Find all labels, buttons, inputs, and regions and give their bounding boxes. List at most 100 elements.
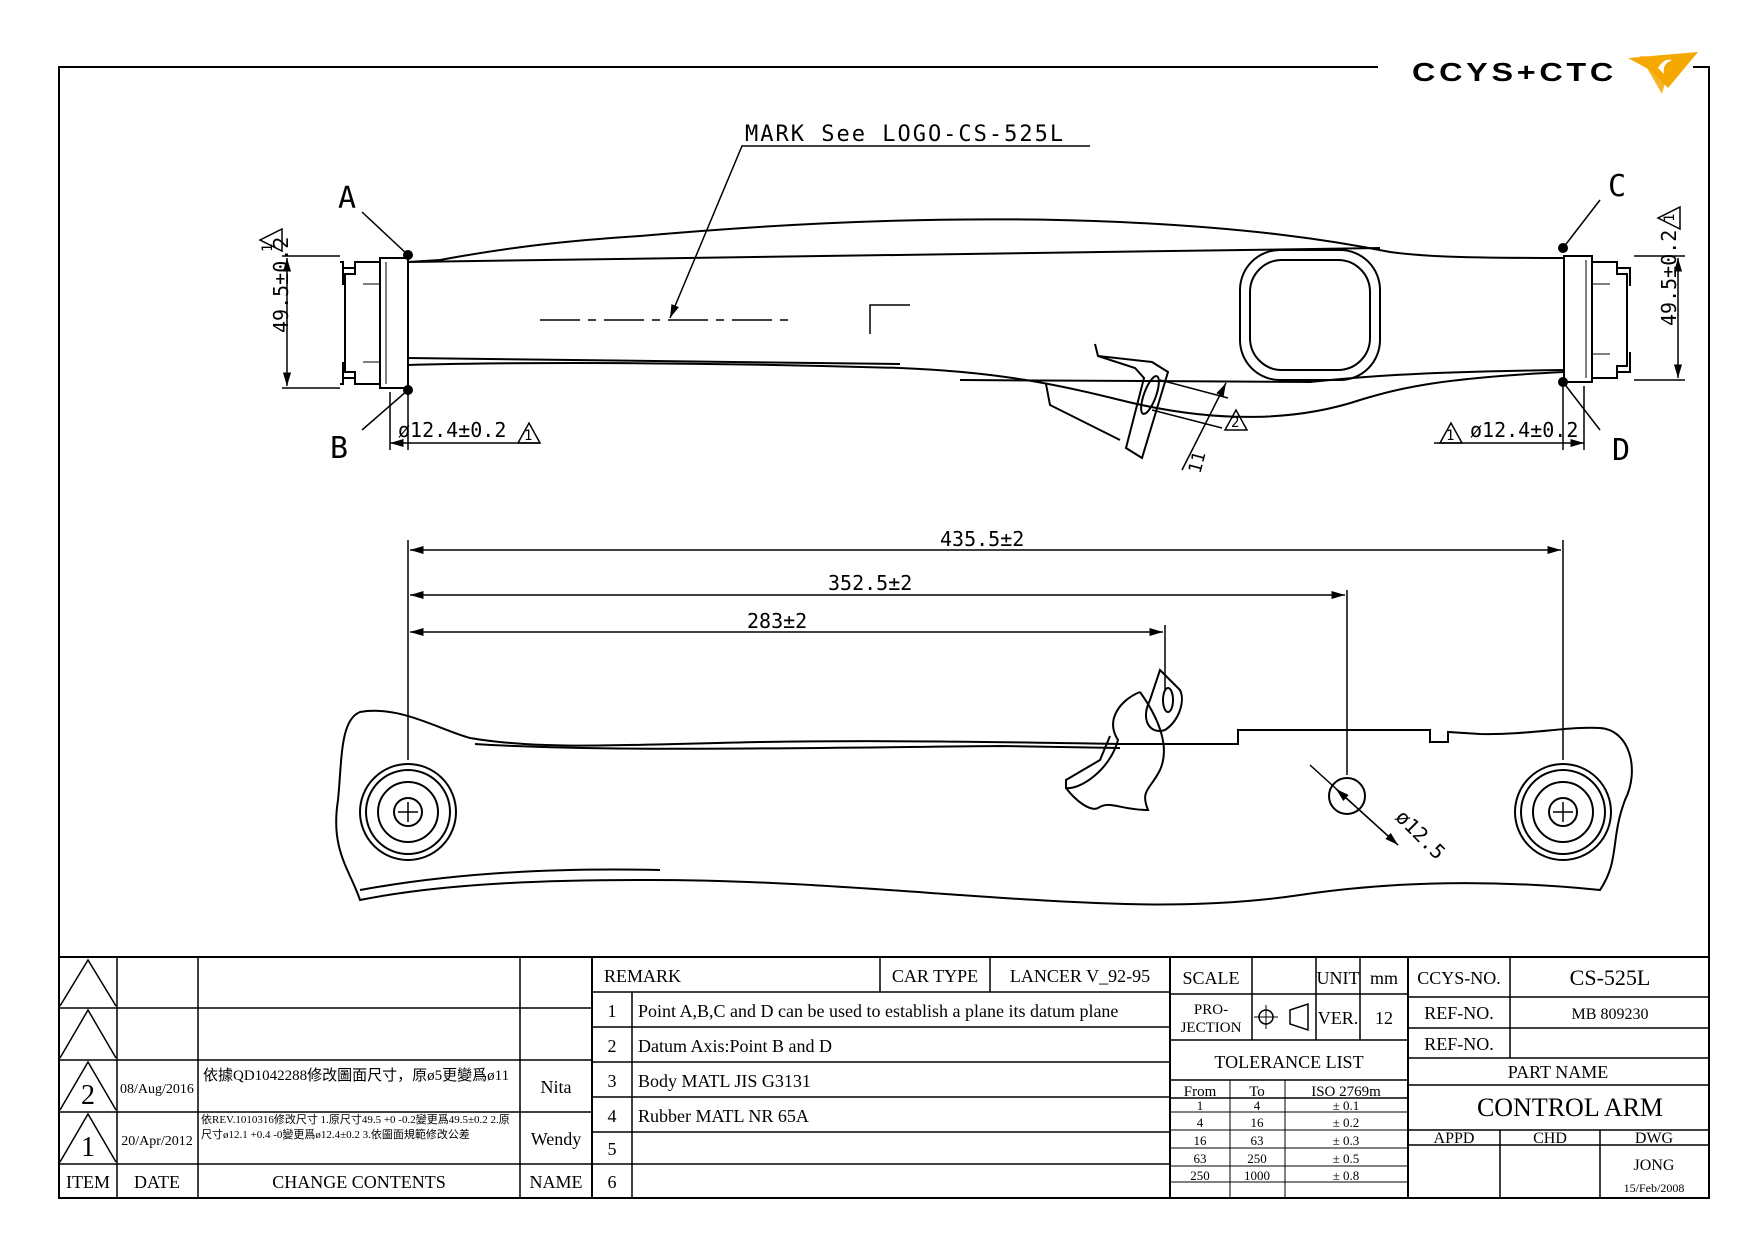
rev-row-3-name: Nita xyxy=(541,1077,572,1097)
top-view xyxy=(340,218,1631,460)
point-a-label: A xyxy=(338,181,356,216)
rev-row-3-date: 08/Aug/2016 xyxy=(120,1082,194,1097)
rev-row-4-contents: 依REV.1010316修改尺寸 1.原尺寸49.5 +0 -0.2變更爲49.… xyxy=(201,1114,510,1141)
remark-3-text: Body MATL JIS G3131 xyxy=(638,1071,811,1091)
tol-row-3-from: 16 xyxy=(1194,1133,1208,1148)
hole-dia-dim: ø12.5 xyxy=(1391,805,1451,865)
ver-label: VER. xyxy=(1318,1008,1359,1028)
dwg-label: DWG xyxy=(1635,1130,1674,1147)
drawing-frame xyxy=(58,66,1710,1199)
rev-row-4-contents-box: 依REV.1010316修改尺寸 1.原尺寸49.5 +0 -0.2變更爲49.… xyxy=(201,1114,510,1141)
rev-header-name: NAME xyxy=(530,1172,583,1192)
dwg-value: JONG xyxy=(1634,1157,1675,1174)
point-b-label: B xyxy=(330,431,348,466)
length-total-dim: 435.5±2 xyxy=(940,527,1024,551)
tab-bracket xyxy=(1094,343,1170,460)
tab-width-dim: 11 xyxy=(1185,449,1211,475)
car-type-value: LANCER V_92-95 xyxy=(1010,966,1150,986)
tol-row-1-from: 1 xyxy=(1197,1098,1204,1113)
logo-swirl-icon xyxy=(1658,59,1672,74)
rev-row-3-contents-box: 依據QD1042288修改圖面尺寸，原ø5更變爲ø11 xyxy=(203,1068,510,1084)
remark-2-no: 2 xyxy=(608,1036,617,1056)
projection-label-1: PRO- xyxy=(1194,1002,1228,1018)
tolerance-rows: 1 4 ± 0.1 4 16 ± 0.2 16 63 ± 0.3 63 250 … xyxy=(1190,1098,1359,1183)
point-c-label: C xyxy=(1608,169,1626,204)
tol-row-4-from: 63 xyxy=(1194,1151,1207,1166)
unit-label: UNIT xyxy=(1317,968,1360,988)
dia-dim-left: ø12.4±0.2 xyxy=(398,418,506,442)
tol-row-2-to: 16 xyxy=(1251,1115,1265,1130)
tol-row-1-to: 4 xyxy=(1254,1098,1261,1113)
tol-row-3-tol: ± 0.3 xyxy=(1333,1133,1360,1148)
scale-label: SCALE xyxy=(1182,968,1239,988)
remark-1-no: 1 xyxy=(608,1001,617,1021)
top-view-labels: MARK See LOGO-CS-525L A B C D 49.5±0.2 4… xyxy=(260,122,1681,476)
side-view-annotations xyxy=(407,540,1564,846)
rev-row-3-contents: 依據QD1042288修改圖面尺寸，原ø5更變爲ø11 xyxy=(203,1068,510,1084)
rev-header-item: ITEM xyxy=(66,1172,110,1192)
projection-label-2: JECTION xyxy=(1181,1020,1242,1036)
remark-6-no: 6 xyxy=(608,1172,617,1192)
ref-no-label: REF-NO. xyxy=(1424,1003,1494,1023)
tol-header-std: ISO 2769m xyxy=(1311,1084,1381,1100)
remark-5-no: 5 xyxy=(608,1139,617,1159)
top-view-annotations xyxy=(258,145,1685,471)
logo-text: CCYS+CTC xyxy=(1412,57,1617,87)
ref-no2-label: REF-NO. xyxy=(1424,1034,1494,1054)
remark-3-no: 3 xyxy=(608,1071,617,1091)
tol-header-to: To xyxy=(1249,1084,1265,1100)
unit-value: mm xyxy=(1370,968,1398,988)
mount-hole xyxy=(1328,777,1366,815)
company-logo: CCYS+CTC xyxy=(1412,52,1698,94)
side-view xyxy=(335,668,1633,906)
datum-1-mark-left: 1 xyxy=(524,428,532,444)
tol-row-2-tol: ± 0.2 xyxy=(1333,1115,1360,1130)
arm-body-top xyxy=(407,218,1565,263)
drawing-date: 15/Feb/2008 xyxy=(1624,1181,1685,1195)
ccys-no-label: CCYS-NO. xyxy=(1417,968,1501,988)
remark-4-text: Rubber MATL NR 65A xyxy=(638,1106,809,1126)
car-type-label: CAR TYPE xyxy=(892,966,978,986)
length-mid-dim: 352.5±2 xyxy=(828,571,912,595)
left-bushing xyxy=(340,257,409,389)
appd-label: APPD xyxy=(1434,1130,1475,1147)
tol-row-1-tol: ± 0.1 xyxy=(1333,1098,1360,1113)
dia-dim-right: ø12.4±0.2 xyxy=(1470,418,1578,442)
arm-body-side xyxy=(335,709,1633,906)
tol-row-4-to: 250 xyxy=(1247,1151,1267,1166)
point-d-label: D xyxy=(1612,433,1630,468)
tol-header-from: From xyxy=(1184,1084,1217,1100)
tol-row-3-to: 63 xyxy=(1251,1133,1264,1148)
datum-2-mark: 2 xyxy=(1231,415,1239,431)
height-dim-right: 49.5±0.2 xyxy=(1657,230,1681,326)
part-name-label: PART NAME xyxy=(1508,1062,1608,1082)
title-block-grid xyxy=(59,956,1709,1198)
right-bushing xyxy=(1563,255,1631,383)
tol-row-5-tol: ± 0.8 xyxy=(1333,1168,1360,1183)
datum-1-mark-side-left: 1 xyxy=(260,244,276,252)
chd-label: CHD xyxy=(1533,1130,1567,1147)
remark-header: REMARK xyxy=(604,966,681,986)
rev-row-3-item: 2 xyxy=(81,1080,95,1111)
length-short-dim: 283±2 xyxy=(747,609,807,633)
height-dim-left: 49.5±0.2 xyxy=(269,237,293,333)
left-eye xyxy=(359,763,457,861)
remark-1-text: Point A,B,C and D can be used to establi… xyxy=(638,1001,1118,1021)
ccys-no-value: CS-525L xyxy=(1570,965,1651,990)
side-tab xyxy=(1065,691,1165,812)
tol-row-2-from: 4 xyxy=(1197,1115,1204,1130)
mark-note: MARK See LOGO-CS-525L xyxy=(745,122,1065,147)
ref-no-value: MB 809230 xyxy=(1572,1006,1649,1023)
datum-1-mark-right: 1 xyxy=(1446,428,1454,444)
tolerance-title: TOLERANCE LIST xyxy=(1214,1052,1363,1072)
rev-header-date: DATE xyxy=(134,1172,180,1192)
rev-header-contents: CHANGE CONTENTS xyxy=(272,1172,446,1192)
tol-row-4-tol: ± 0.5 xyxy=(1333,1151,1360,1166)
rev-row-4-name: Wendy xyxy=(531,1129,582,1149)
rev-row-4-item: 1 xyxy=(81,1132,95,1163)
rev-row-4-date: 20/Apr/2012 xyxy=(121,1134,193,1149)
datum-1-mark-side-right: 1 xyxy=(1662,214,1678,222)
right-eye xyxy=(1514,763,1612,861)
title-block-text: ITEM DATE CHANGE CONTENTS NAME 2 08/Aug/… xyxy=(66,965,1684,1195)
